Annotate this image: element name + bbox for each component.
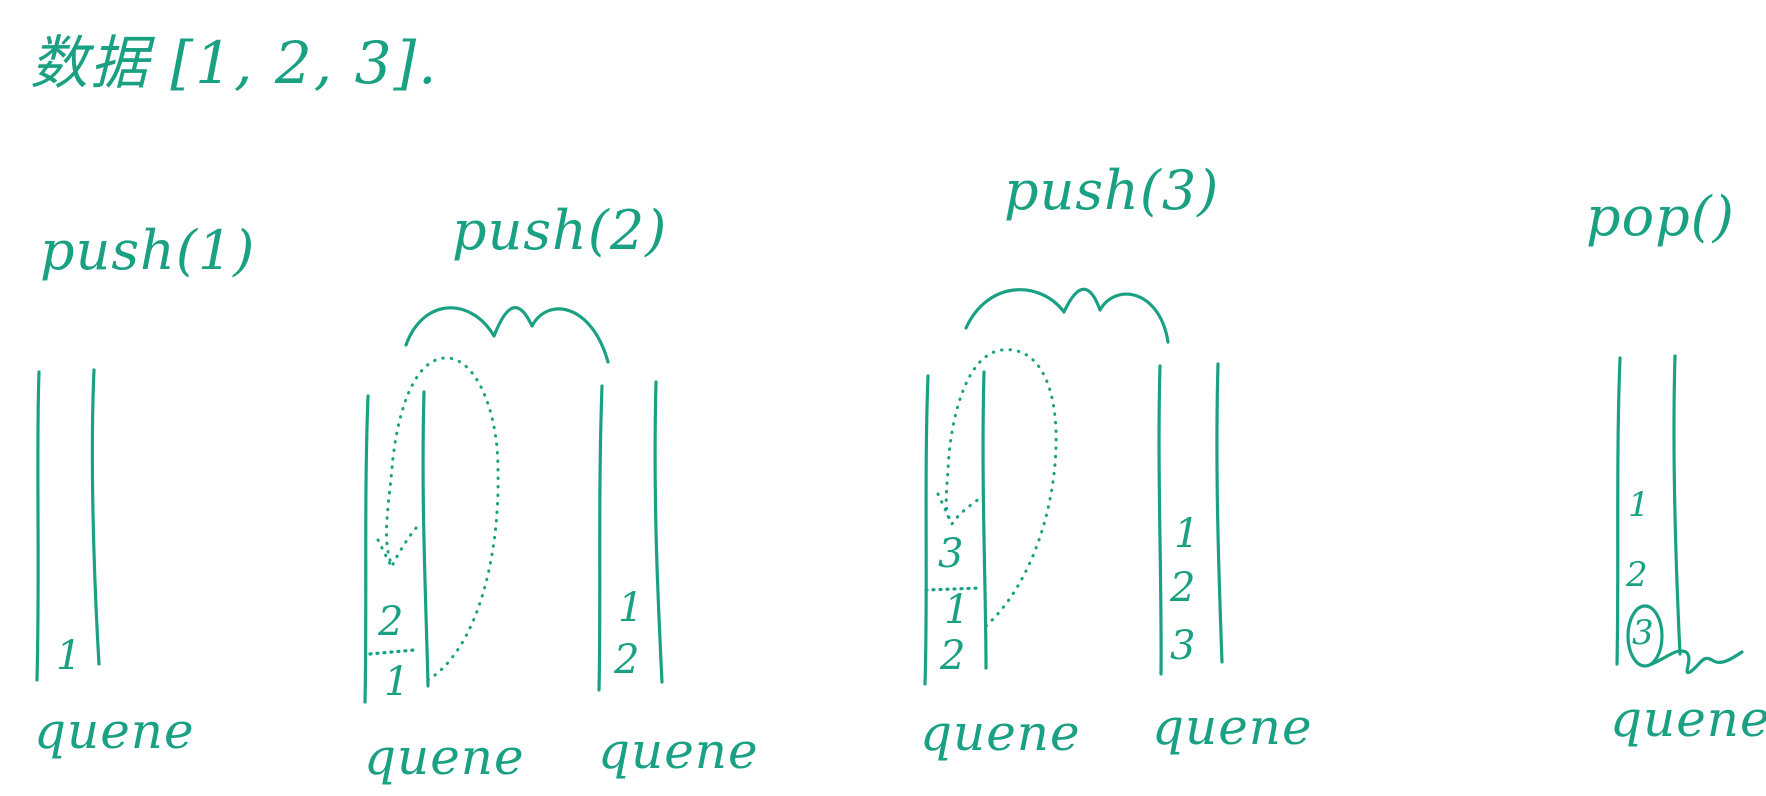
dotted-transfer-arrow xyxy=(385,356,500,682)
queue-item: 2 xyxy=(1626,555,1648,595)
queue-wall-left xyxy=(597,384,604,692)
queue-wall-right xyxy=(981,370,988,670)
queue-label: quene xyxy=(598,722,759,780)
queue-wall-right xyxy=(421,390,430,688)
queue-label: quene xyxy=(1610,690,1766,748)
queue-item: 1 xyxy=(56,633,82,679)
queue-swap-arc xyxy=(964,287,1170,344)
queue-item: 3 xyxy=(1170,623,1196,669)
queue-label: quene xyxy=(364,728,525,786)
queue-item: 1 xyxy=(384,659,410,705)
operation-push-1: push(1) xyxy=(40,219,256,282)
queue-wall-right xyxy=(90,368,101,666)
queue-item: 1 xyxy=(1174,511,1200,557)
queue-wall-left xyxy=(1615,356,1622,666)
queue-wall-left xyxy=(363,394,370,704)
queue-wall-right xyxy=(1672,354,1682,656)
divider-line xyxy=(924,586,982,592)
dotted-arrow-head xyxy=(936,492,954,526)
queue-item: 1 xyxy=(1628,485,1650,525)
queue-item: 2 xyxy=(378,599,404,645)
operation-push-3: push(3) xyxy=(1004,159,1220,222)
queue-label: quene xyxy=(1152,698,1313,756)
queue-wall-left xyxy=(35,370,41,682)
queue-wall-right xyxy=(653,380,664,684)
queue-wall-right xyxy=(1215,362,1224,664)
queue-item: 3 xyxy=(938,531,964,577)
divider-line xyxy=(368,648,416,656)
step2-strokes xyxy=(363,306,664,704)
dotted-arrow-head xyxy=(376,538,394,570)
page-title: 数据 [1, 2, 3]. xyxy=(30,29,439,97)
queue-label: quene xyxy=(34,702,195,760)
queue-item: 2 xyxy=(614,637,640,683)
operation-push-2: push(2) xyxy=(452,199,668,262)
queue-item: 1 xyxy=(944,587,970,633)
step3-strokes xyxy=(923,287,1224,686)
queue-label: quene xyxy=(920,704,1081,762)
queue-item-popped: 3 xyxy=(1632,613,1654,653)
queue-item: 2 xyxy=(1170,565,1196,611)
queue-item: 1 xyxy=(618,585,644,631)
dotted-transfer-arrow xyxy=(944,348,1058,628)
queue-wall-left xyxy=(1157,364,1163,676)
pop-circle xyxy=(1626,604,1664,668)
step1-queue-walls xyxy=(35,368,101,682)
pop-squiggle xyxy=(1650,649,1744,675)
queue-item: 2 xyxy=(940,633,966,679)
step4-strokes xyxy=(1615,354,1744,675)
operation-pop: pop() xyxy=(1586,185,1735,248)
queue-swap-arc xyxy=(404,306,610,364)
queue-wall-left xyxy=(923,374,930,686)
